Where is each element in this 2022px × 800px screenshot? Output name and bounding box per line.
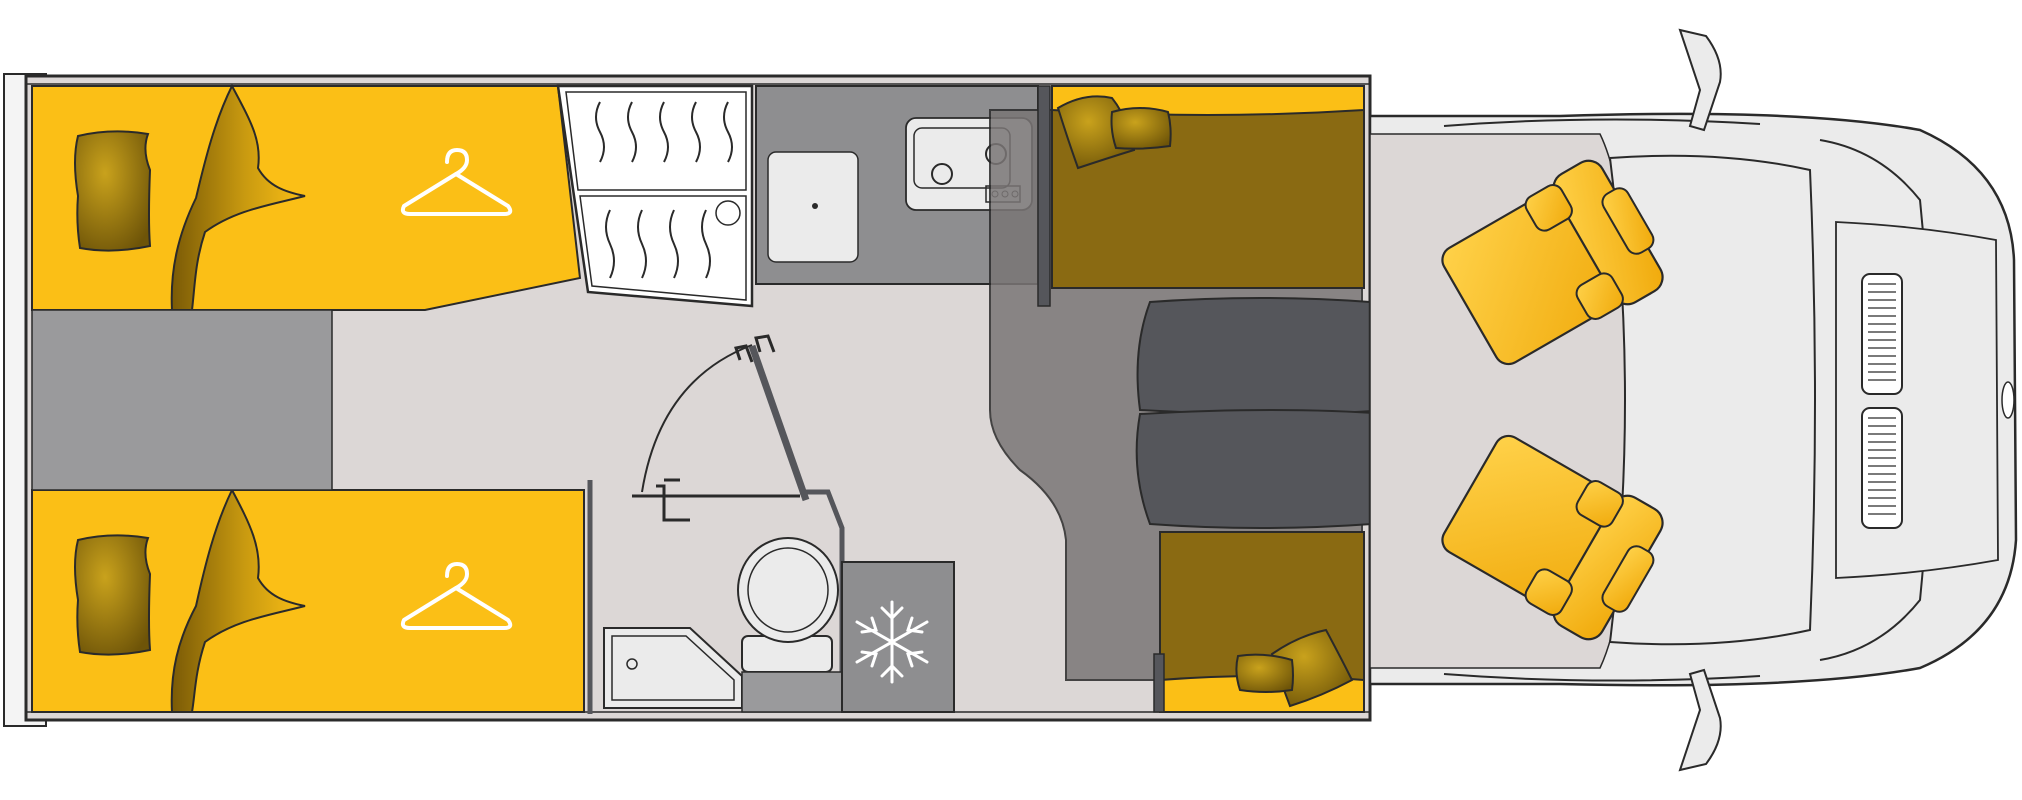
pillow-icon — [74, 534, 152, 656]
folded-sheet — [170, 83, 306, 311]
folded-sheet — [170, 487, 306, 713]
grille — [1861, 273, 1903, 529]
pillow-icon — [1235, 653, 1294, 693]
pillow-icon — [1110, 107, 1172, 150]
dinette-bench-bottom — [1153, 531, 1365, 713]
pillow-icon — [74, 130, 152, 252]
rear-bed-top — [31, 83, 582, 311]
cab-seat-passenger — [1441, 434, 1664, 641]
dinette-table — [1135, 297, 1391, 529]
cab-seat-driver — [1441, 159, 1664, 366]
rear-bed-bottom — [31, 487, 585, 713]
cab — [1368, 28, 2018, 772]
toilet-icon — [737, 537, 839, 673]
hanger-icon — [400, 562, 513, 630]
wardrobe-shelves — [556, 84, 754, 308]
mirror-right — [1678, 668, 1722, 772]
hanger-icon — [400, 148, 513, 216]
snowflake-icon — [855, 600, 929, 684]
rear-aisle — [31, 309, 333, 491]
mirror-left — [1678, 28, 1722, 132]
door-swing — [641, 344, 753, 493]
fridge-unit — [841, 561, 955, 713]
dinette-bench-top — [1037, 85, 1365, 307]
